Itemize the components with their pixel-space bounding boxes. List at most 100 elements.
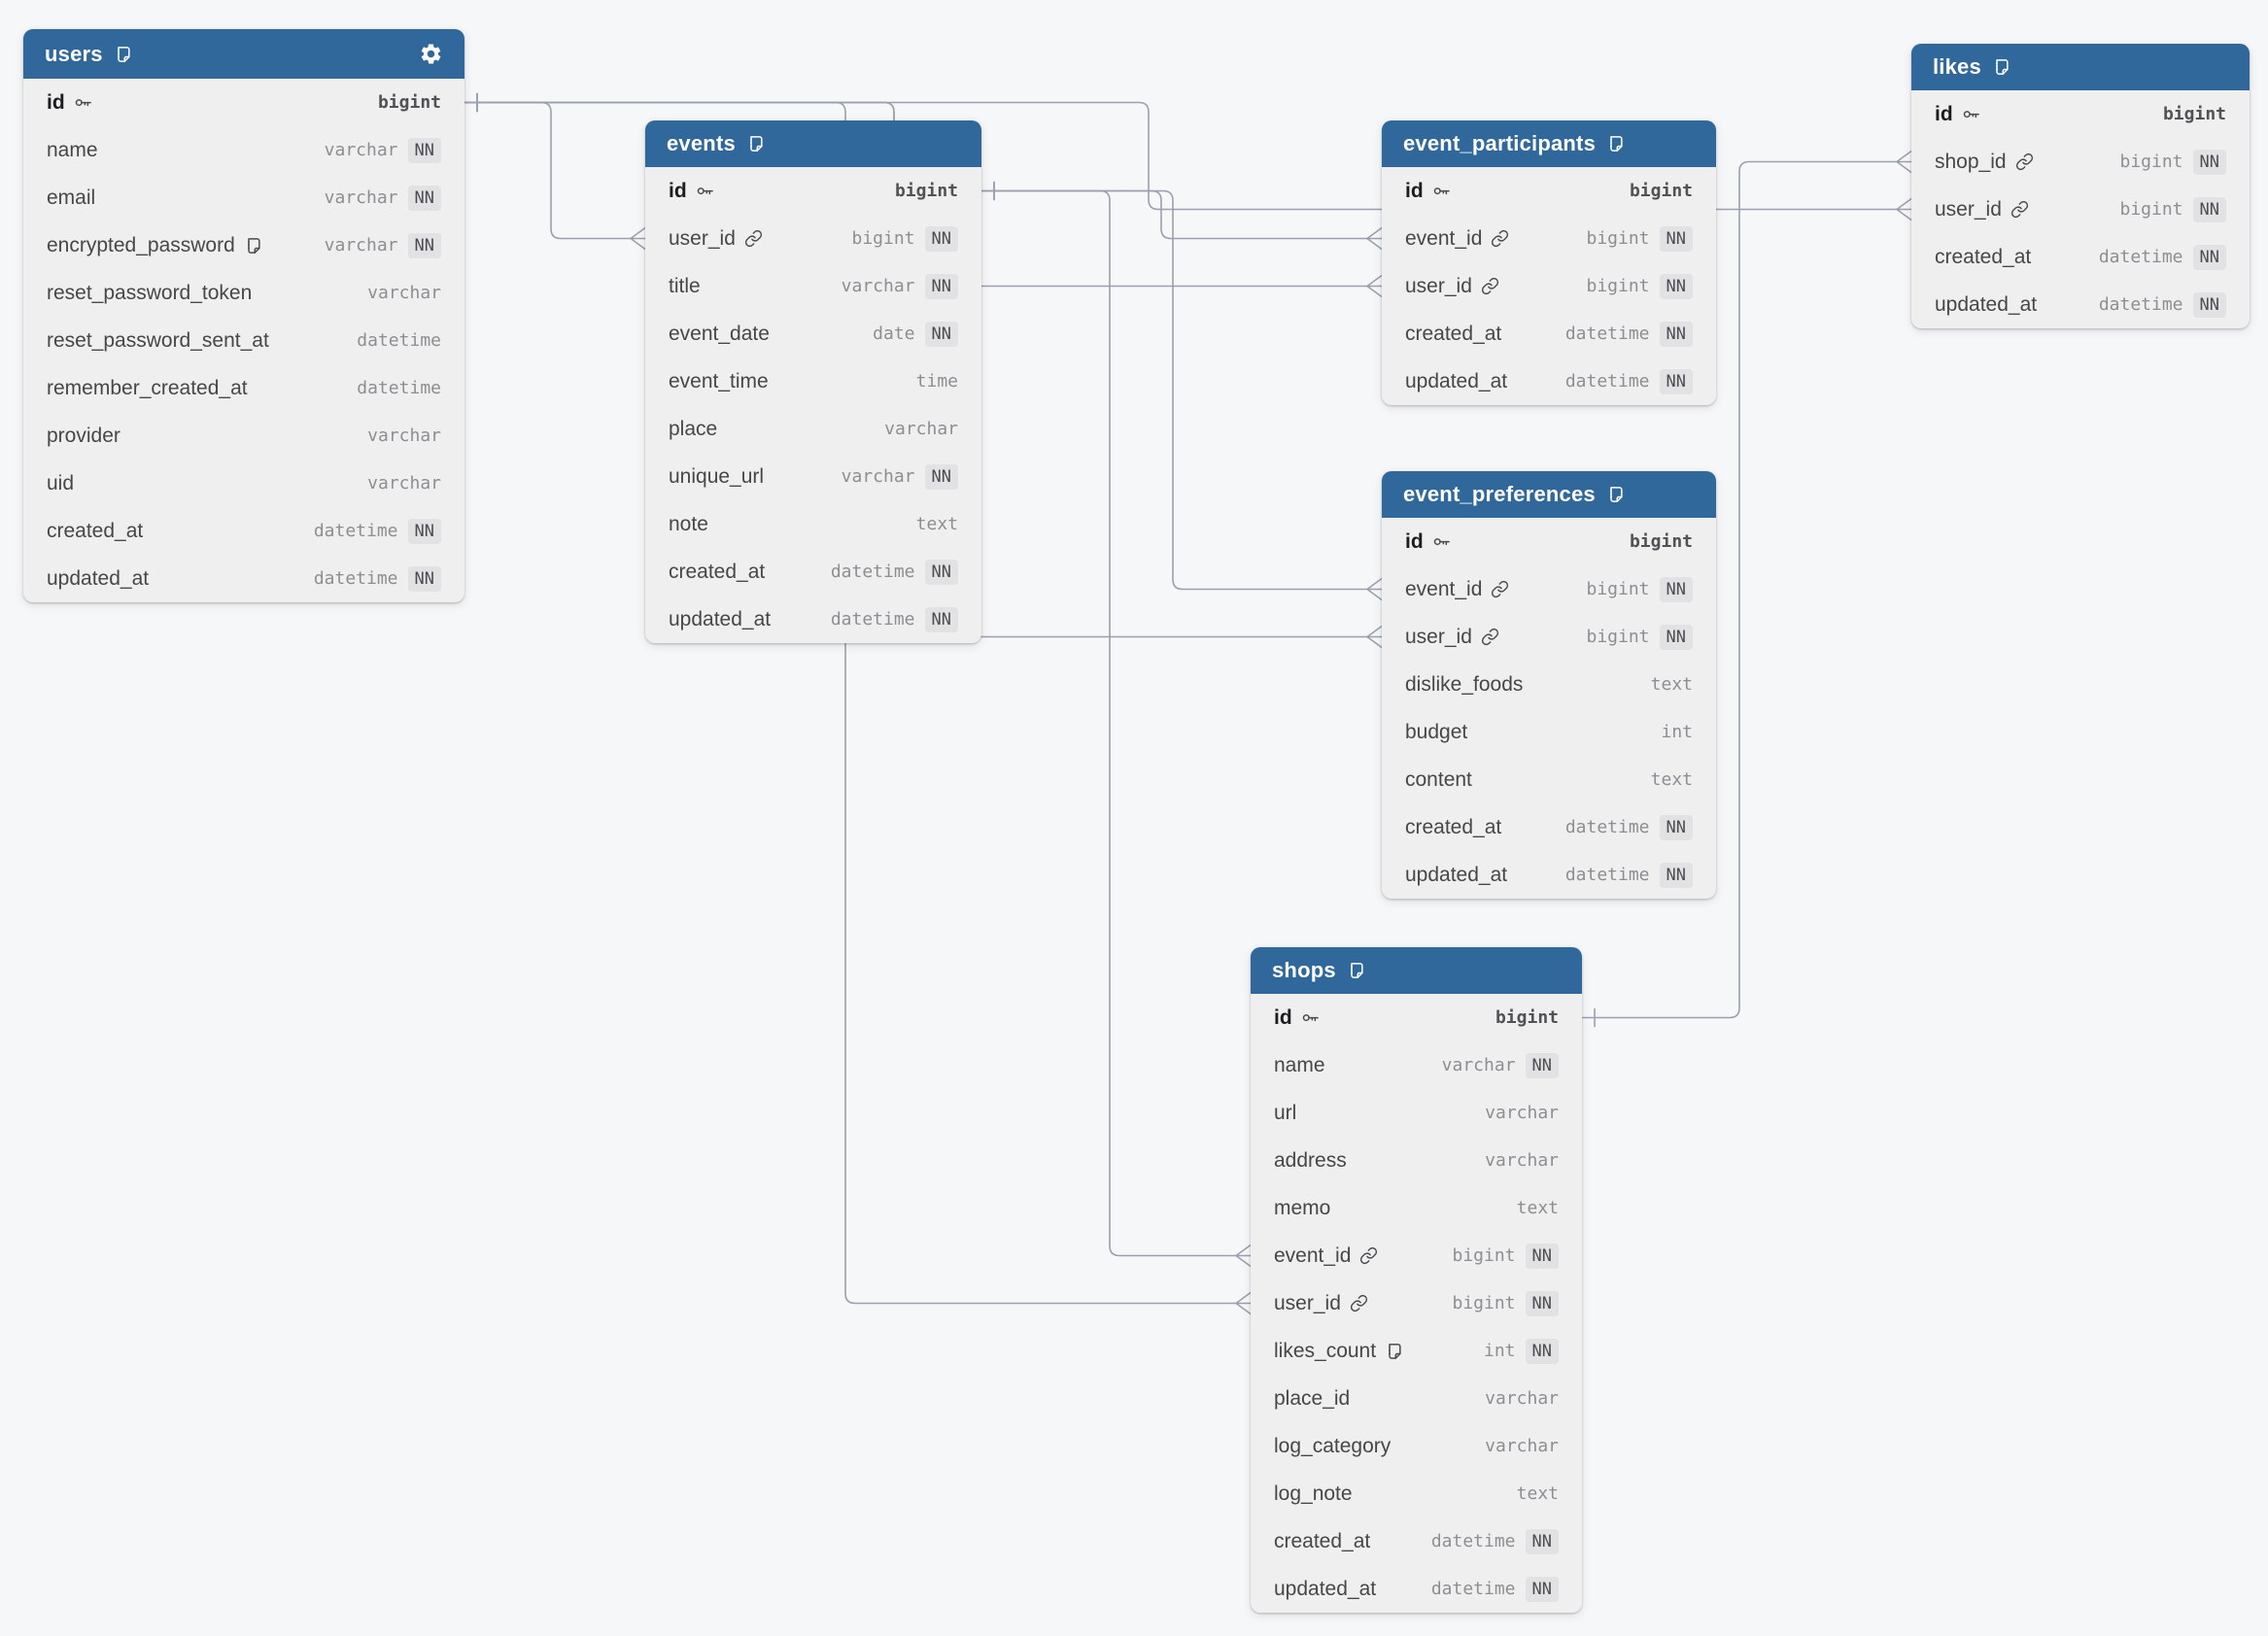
not-null-badge: NN	[1659, 624, 1693, 650]
column-name: user_id	[669, 226, 736, 250]
table-row-likes-created_at[interactable]: created_at datetime NN	[1911, 233, 2250, 281]
table-row-event_preferences-event_id[interactable]: event_id bigint NN	[1382, 565, 1716, 613]
table-row-event_preferences-budget[interactable]: budget int	[1382, 708, 1716, 756]
table-row-events-id[interactable]: id bigint	[645, 167, 981, 215]
table-row-users-reset_password_token[interactable]: reset_password_token varchar	[23, 269, 464, 317]
not-null-badge: NN	[1659, 321, 1693, 347]
column-name: dislike_foods	[1405, 672, 1524, 696]
table-card-likes[interactable]: likes id bigint shop_id bigint NN user_i…	[1911, 44, 2250, 328]
column-type: datetime	[357, 330, 441, 351]
table-row-shops-created_at[interactable]: created_at datetime NN	[1251, 1517, 1582, 1565]
link-icon	[1359, 1246, 1378, 1265]
link-icon	[1481, 277, 1499, 295]
table-row-users-id[interactable]: id bigint	[23, 79, 464, 126]
table-row-likes-user_id[interactable]: user_id bigint NN	[1911, 186, 2250, 233]
column-type: varchar	[841, 466, 915, 487]
table-row-users-created_at[interactable]: created_at datetime NN	[23, 507, 464, 555]
table-row-shops-event_id[interactable]: event_id bigint NN	[1251, 1232, 1582, 1279]
column-type: varchar	[324, 187, 398, 208]
column-type: datetime	[830, 562, 915, 582]
table-row-shops-likes_count[interactable]: likes_count int NN	[1251, 1327, 1582, 1375]
table-header[interactable]: likes	[1911, 44, 2250, 90]
cardinality-many-crowfoot	[1366, 226, 1383, 251]
table-row-users-name[interactable]: name varchar NN	[23, 126, 464, 174]
table-row-events-event_date[interactable]: event_date date NN	[645, 310, 981, 358]
table-header[interactable]: shops	[1251, 947, 1582, 994]
table-card-event_preferences[interactable]: event_preferences id bigint event_id big…	[1382, 471, 1716, 899]
table-row-shops-memo[interactable]: memo text	[1251, 1184, 1582, 1232]
not-null-badge: NN	[924, 559, 958, 585]
table-row-events-event_time[interactable]: event_time time	[645, 358, 981, 405]
table-row-events-user_id[interactable]: user_id bigint NN	[645, 215, 981, 262]
table-header[interactable]: event_participants	[1382, 120, 1716, 167]
table-row-event_participants-created_at[interactable]: created_at datetime NN	[1382, 310, 1716, 358]
column-name: id	[1274, 1005, 1292, 1029]
table-row-shops-place_id[interactable]: place_id varchar	[1251, 1375, 1582, 1422]
table-row-users-encrypted_password[interactable]: encrypted_password varchar NN	[23, 222, 464, 269]
cardinality-many-crowfoot	[1896, 150, 1912, 174]
table-card-shops[interactable]: shops id bigint name varchar NN url	[1251, 947, 1582, 1613]
table-row-events-note[interactable]: note text	[645, 500, 981, 548]
table-card-users[interactable]: users id bigint name varchar NN email	[23, 29, 464, 602]
column-type: date	[873, 324, 915, 344]
table-row-event_participants-id[interactable]: id bigint	[1382, 167, 1716, 215]
note-icon	[1992, 57, 2011, 77]
table-row-users-provider[interactable]: provider varchar	[23, 412, 464, 460]
column-list: id bigint name varchar NN email varchar …	[23, 79, 464, 602]
table-row-shops-id[interactable]: id bigint	[1251, 994, 1582, 1041]
table-row-event_preferences-content[interactable]: content text	[1382, 756, 1716, 803]
table-row-events-unique_url[interactable]: unique_url varchar NN	[645, 453, 981, 500]
table-row-event_participants-event_id[interactable]: event_id bigint NN	[1382, 215, 1716, 262]
table-row-events-place[interactable]: place varchar	[645, 405, 981, 453]
cardinality-many-crowfoot	[1235, 1291, 1252, 1315]
table-row-shops-log_category[interactable]: log_category varchar	[1251, 1422, 1582, 1470]
table-row-event_preferences-dislike_foods[interactable]: dislike_foods text	[1382, 661, 1716, 708]
table-header[interactable]: events	[645, 120, 981, 167]
table-title: users	[45, 41, 103, 66]
table-row-shops-user_id[interactable]: user_id bigint NN	[1251, 1279, 1582, 1327]
table-title: likes	[1933, 54, 1981, 79]
not-null-badge: NN	[1525, 1243, 1559, 1269]
table-header[interactable]: event_preferences	[1382, 471, 1716, 518]
table-row-users-email[interactable]: email varchar NN	[23, 174, 464, 222]
relationship-events-event_participants	[980, 189, 1368, 240]
table-row-event_preferences-updated_at[interactable]: updated_at datetime NN	[1382, 851, 1716, 899]
table-row-shops-address[interactable]: address varchar	[1251, 1137, 1582, 1184]
table-row-users-reset_password_sent_at[interactable]: reset_password_sent_at datetime	[23, 317, 464, 364]
table-row-shops-url[interactable]: url varchar	[1251, 1089, 1582, 1137]
table-card-event_participants[interactable]: event_participants id bigint event_id bi…	[1382, 120, 1716, 405]
column-type: bigint	[1452, 1293, 1516, 1313]
table-header[interactable]: users	[23, 29, 464, 79]
table-row-event_participants-user_id[interactable]: user_id bigint NN	[1382, 262, 1716, 310]
table-row-users-uid[interactable]: uid varchar	[23, 460, 464, 507]
table-row-likes-shop_id[interactable]: shop_id bigint NN	[1911, 138, 2250, 186]
column-type: bigint	[851, 228, 915, 249]
table-row-likes-updated_at[interactable]: updated_at datetime NN	[1911, 281, 2250, 328]
table-row-events-title[interactable]: title varchar NN	[645, 262, 981, 310]
column-name: created_at	[669, 560, 766, 583]
table-row-event_preferences-created_at[interactable]: created_at datetime NN	[1382, 803, 1716, 851]
column-name: event_time	[669, 369, 769, 392]
column-type: datetime	[2098, 247, 2183, 267]
column-type: varchar	[884, 419, 958, 439]
column-name: id	[1935, 102, 1953, 125]
table-row-event_preferences-user_id[interactable]: user_id bigint NN	[1382, 613, 1716, 661]
table-card-events[interactable]: events id bigint user_id bigint NN title	[645, 120, 981, 643]
table-row-users-remember_created_at[interactable]: remember_created_at datetime	[23, 364, 464, 412]
table-row-event_participants-updated_at[interactable]: updated_at datetime NN	[1382, 358, 1716, 405]
not-null-badge: NN	[924, 606, 958, 632]
gear-icon[interactable]	[419, 42, 443, 66]
table-row-likes-id[interactable]: id bigint	[1911, 90, 2250, 138]
table-row-events-updated_at[interactable]: updated_at datetime NN	[645, 596, 981, 643]
link-icon	[2015, 153, 2034, 171]
column-name: updated_at	[47, 566, 150, 590]
table-row-users-updated_at[interactable]: updated_at datetime NN	[23, 555, 464, 602]
table-row-shops-updated_at[interactable]: updated_at datetime NN	[1251, 1565, 1582, 1613]
link-icon	[744, 229, 763, 248]
table-row-events-created_at[interactable]: created_at datetime NN	[645, 548, 981, 596]
table-row-event_preferences-id[interactable]: id bigint	[1382, 518, 1716, 565]
column-type: varchar	[1485, 1103, 1559, 1123]
table-row-shops-name[interactable]: name varchar NN	[1251, 1041, 1582, 1089]
table-row-shops-log_note[interactable]: log_note text	[1251, 1470, 1582, 1517]
